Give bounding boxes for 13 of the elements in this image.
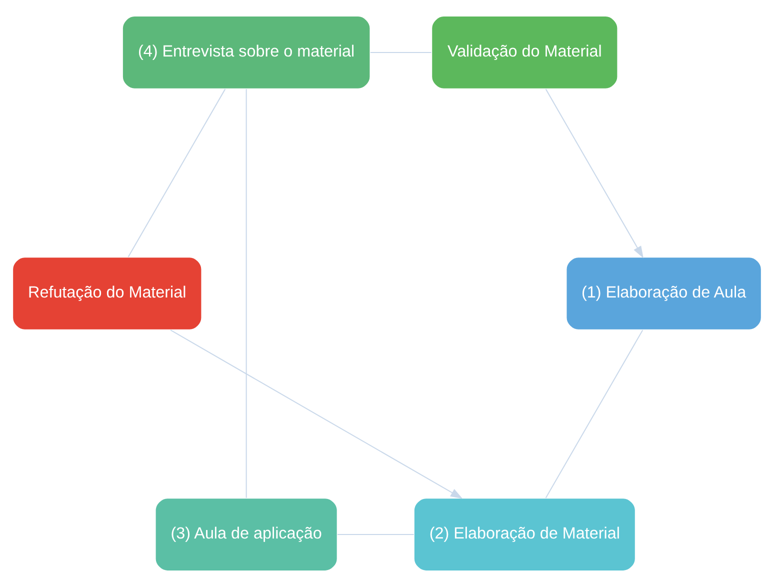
node-box: (1) Elaboração de Aula: [566, 256, 762, 330]
arrow: [545, 88, 644, 258]
arrow: [170, 329, 463, 498]
connector: [370, 51, 432, 52]
node-box: Refutação do Material: [12, 256, 202, 330]
node-box: (2) Elaboração de Material: [413, 497, 636, 571]
node-box: (3) Aula de aplicação: [154, 497, 338, 571]
connector: [545, 329, 644, 498]
node-box: Validação do Material: [431, 15, 618, 89]
connector: [128, 88, 226, 257]
node-box: (4) Entrevista sobre o material: [122, 15, 371, 89]
connector: [338, 534, 414, 535]
connector: [246, 88, 247, 498]
